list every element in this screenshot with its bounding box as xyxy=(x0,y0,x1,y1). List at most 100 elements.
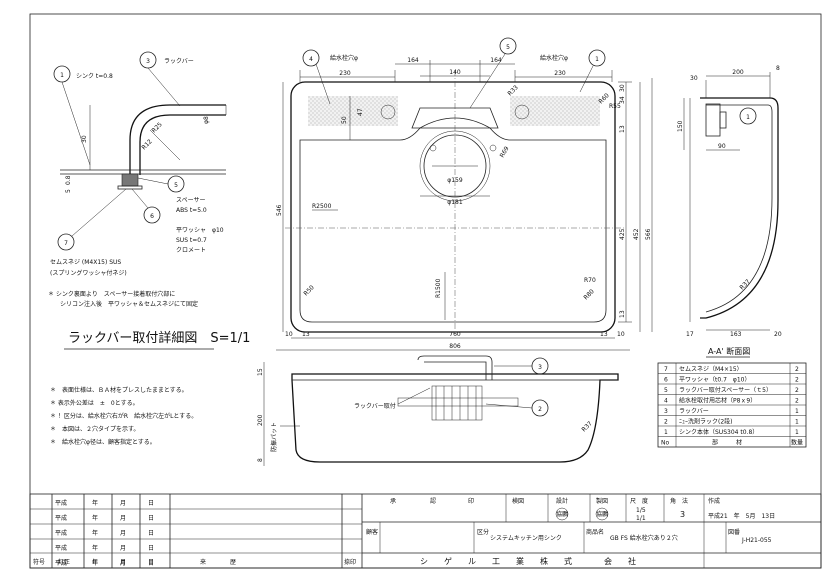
company-name: シ ゲ ル 工 業 株 式 会 社 xyxy=(420,556,636,566)
svg-text:15: 15 xyxy=(257,368,264,376)
svg-text:425: 425 xyxy=(619,228,626,240)
revision-cell: 月 xyxy=(120,560,126,567)
part-qty: 1 xyxy=(795,429,799,436)
callout-1-plan xyxy=(588,49,606,67)
revision-cell: 平成 xyxy=(55,514,67,522)
revision-cell: 日 xyxy=(148,515,154,522)
revision-cell: 日 xyxy=(148,500,154,507)
svg-text:2: 2 xyxy=(538,406,542,413)
callout-5-plan xyxy=(499,37,517,55)
detail-note-1: ＊ シンク裏面より スペーサー接着取付穴部に xyxy=(48,290,175,298)
svg-text:承: 承 xyxy=(390,497,396,505)
callout-7-detail xyxy=(57,233,75,251)
svg-text:φ159: φ159 xyxy=(447,177,463,184)
svg-text:90: 90 xyxy=(718,143,726,150)
svg-text:3: 3 xyxy=(680,510,685,519)
svg-text:17: 17 xyxy=(686,331,694,338)
detail-washer-label: 平ワッシャ φ10 xyxy=(176,227,224,234)
general-notes: ＊ 表面仕様は、ＢＡ材をプレスしたままとする。 ＊ 表示外公差は ± 0とする。… xyxy=(50,386,197,446)
svg-text:200: 200 xyxy=(257,414,264,426)
svg-text:200: 200 xyxy=(732,69,744,76)
svg-text:8: 8 xyxy=(257,458,264,462)
revision-cell: 平成 xyxy=(55,559,67,567)
svg-text:164: 164 xyxy=(490,57,502,64)
detail-sink-label: シンク t=0.8 xyxy=(76,73,113,80)
svg-text:452: 452 xyxy=(633,228,640,240)
svg-text:47: 47 xyxy=(357,108,364,116)
svg-text:30: 30 xyxy=(690,75,698,82)
revision-cell: 年 xyxy=(92,544,98,552)
svg-text:30: 30 xyxy=(619,84,626,92)
svg-text:R50: R50 xyxy=(302,284,315,297)
svg-text:6: 6 xyxy=(150,213,154,220)
callout-3-detail-num: 3 xyxy=(146,58,150,65)
svg-text:140: 140 xyxy=(449,69,461,76)
svg-text:4: 4 xyxy=(309,56,313,63)
svg-text:10: 10 xyxy=(285,331,293,338)
rev-text-header: 訂正 xyxy=(58,558,70,566)
svg-text:尺 度: 尺 度 xyxy=(630,497,648,505)
rev-no-header: 符号 xyxy=(33,558,45,566)
svg-text:区分: 区分 xyxy=(477,528,489,536)
part-name: ラックバー xyxy=(679,408,709,415)
revision-cell: 月 xyxy=(120,530,126,537)
svg-text:5: 5 xyxy=(174,182,178,189)
created-date: 平成21 年 5月 13日 xyxy=(708,512,775,520)
note-3: ＊ ！区分は、給水栓穴右がR 給水栓穴左がLとする。 xyxy=(50,412,197,420)
part-qty: 1 xyxy=(795,408,799,415)
part-qty: 1 xyxy=(795,419,799,426)
svg-text:230: 230 xyxy=(554,70,566,77)
detail-spacer-spec: ABS t=5.0 xyxy=(176,207,207,214)
svg-text:30: 30 xyxy=(81,135,88,143)
svg-text:月: 月 xyxy=(120,559,126,566)
revision-cell: 年 xyxy=(92,514,98,522)
svg-text:1/1: 1/1 xyxy=(636,515,646,522)
svg-text:230: 230 xyxy=(339,70,351,77)
svg-text:0.8: 0.8 xyxy=(65,175,72,185)
svg-text:R12: R12 xyxy=(140,138,153,151)
svg-text:5: 5 xyxy=(506,44,510,51)
revision-cell: 月 xyxy=(120,515,126,522)
detail-title: ラックバー取付詳細図 S=1/1 xyxy=(68,330,250,346)
svg-text:図番: 図番 xyxy=(728,529,740,536)
svg-text:13: 13 xyxy=(619,310,626,318)
svg-text:R80: R80 xyxy=(582,288,595,301)
svg-text:8: 8 xyxy=(776,65,780,72)
svg-text:設計: 設計 xyxy=(556,497,568,505)
detail-screw-label: セムスネジ (M4X15) SUS xyxy=(50,259,121,266)
side-mat-label: 防振パット xyxy=(270,422,278,452)
svg-text:150: 150 xyxy=(677,120,684,132)
revision-cell: 月 xyxy=(120,545,126,552)
parts-header-no: No xyxy=(661,440,669,447)
svg-text:760: 760 xyxy=(449,331,461,338)
svg-text:546: 546 xyxy=(276,204,283,216)
revision-cell: 平成 xyxy=(55,529,67,537)
svg-text:1: 1 xyxy=(595,56,599,63)
approver-header: 捺印 xyxy=(344,558,356,566)
detail-washer-finish: クロメート xyxy=(176,247,206,254)
note-5: ＊ 給水栓穴φ径は、顧客指定とする。 xyxy=(50,438,156,446)
svg-text:製図: 製図 xyxy=(596,497,608,505)
detail-note-2: シリコン注入後 平ワッシャ＆セムスネジにて固定 xyxy=(60,300,198,308)
part-name: ﾆｭｰ洗剤ラック(2段) xyxy=(679,418,733,426)
callout-4-plan xyxy=(302,49,320,67)
history-header: 来 歴 xyxy=(200,559,236,566)
svg-text:806: 806 xyxy=(449,343,461,350)
revision-cell: 日 xyxy=(148,530,154,537)
part-no: 4 xyxy=(664,398,668,405)
part-name: セムスネジ（M4×15） xyxy=(679,366,743,373)
svg-text:20: 20 xyxy=(774,331,782,338)
svg-text:R25: R25 xyxy=(150,121,163,134)
svg-text:認: 認 xyxy=(430,497,436,505)
svg-text:φ8: φ8 xyxy=(203,116,210,124)
parts-header-qty: 数量 xyxy=(791,439,803,447)
revision-cell: 年 xyxy=(92,529,98,537)
plan-view: 230 164 164 140 230 給水栓穴φ 給水栓穴φ 50 47 13… xyxy=(276,37,653,351)
svg-text:検図: 検図 xyxy=(512,497,524,505)
svg-text:1/5: 1/5 xyxy=(636,507,646,514)
part-qty: 2 xyxy=(795,387,799,394)
part-name: ラックバー取付スペーサー（ｔ5） xyxy=(679,386,772,394)
part-no: 5 xyxy=(664,387,668,394)
part-qty: 2 xyxy=(795,377,799,384)
